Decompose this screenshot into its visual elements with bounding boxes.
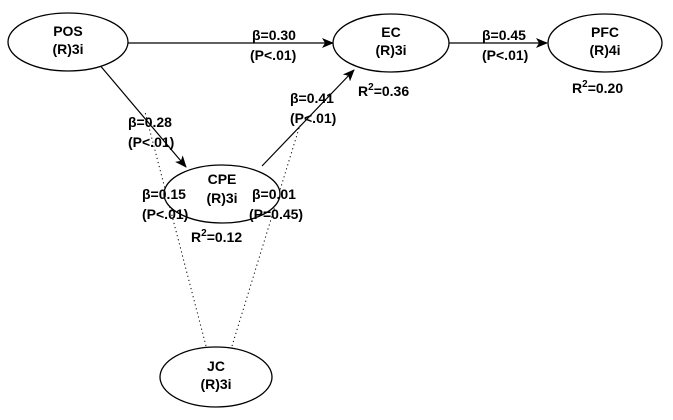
edge-jc-cpe-ec [231, 124, 301, 347]
r2-ec-label: R2=0.36 [358, 82, 409, 99]
svg-text:β=0.01: β=0.01 [252, 186, 296, 202]
node-pfc-sub: (R)4i [589, 42, 620, 58]
coef-pos-ec: β=0.30 (P<.01) [250, 27, 296, 63]
svg-text:(P<.01): (P<.01) [142, 206, 188, 222]
r2-pfc-label: R2=0.20 [572, 79, 623, 96]
node-ec-sub: (R)3i [375, 42, 406, 58]
svg-text:(P<.01): (P<.01) [482, 47, 528, 63]
node-pos-sub: (R)3i [52, 41, 83, 57]
svg-text:(P<.01): (P<.01) [290, 110, 336, 126]
node-cpe-sub: (R)3i [206, 190, 237, 206]
coef-pos-cpe: β=0.28 (P<.01) [128, 114, 174, 150]
svg-text:(P<.01): (P<.01) [250, 47, 296, 63]
node-pfc-name: PFC [591, 24, 619, 40]
svg-text:β=0.28: β=0.28 [128, 114, 172, 130]
node-jc-name: JC [207, 358, 225, 374]
node-pos-name: POS [53, 23, 83, 39]
node-pos: POS (R)3i [7, 12, 129, 72]
node-cpe-name: CPE [208, 171, 237, 187]
node-cpe: CPE (R)3i [163, 164, 281, 224]
coef-jc-cpe-ec: β=0.01 (P=0.45) [249, 186, 303, 222]
svg-text:β=0.15: β=0.15 [142, 186, 186, 202]
edge-cpe-ec [261, 69, 355, 167]
r2-cpe-label: R2=0.12 [191, 228, 242, 245]
node-ec-name: EC [381, 24, 400, 40]
svg-text:β=0.45: β=0.45 [482, 27, 526, 43]
node-jc: JC (R)3i [159, 346, 273, 408]
edge-pos-cpe [97, 62, 187, 168]
svg-text:(P=0.45): (P=0.45) [249, 206, 303, 222]
coef-jc-pos-cpe: β=0.15 (P<.01) [142, 186, 188, 222]
svg-text:β=0.41: β=0.41 [290, 90, 334, 106]
svg-text:β=0.30: β=0.30 [252, 27, 296, 43]
coef-cpe-ec: β=0.41 (P<.01) [290, 90, 336, 126]
svg-text:(P<.01): (P<.01) [128, 134, 174, 150]
node-jc-sub: (R)3i [200, 376, 231, 392]
coef-ec-pfc: β=0.45 (P<.01) [482, 27, 528, 63]
node-pfc: PFC (R)4i [547, 13, 663, 73]
node-ec: EC (R)3i [332, 13, 450, 73]
